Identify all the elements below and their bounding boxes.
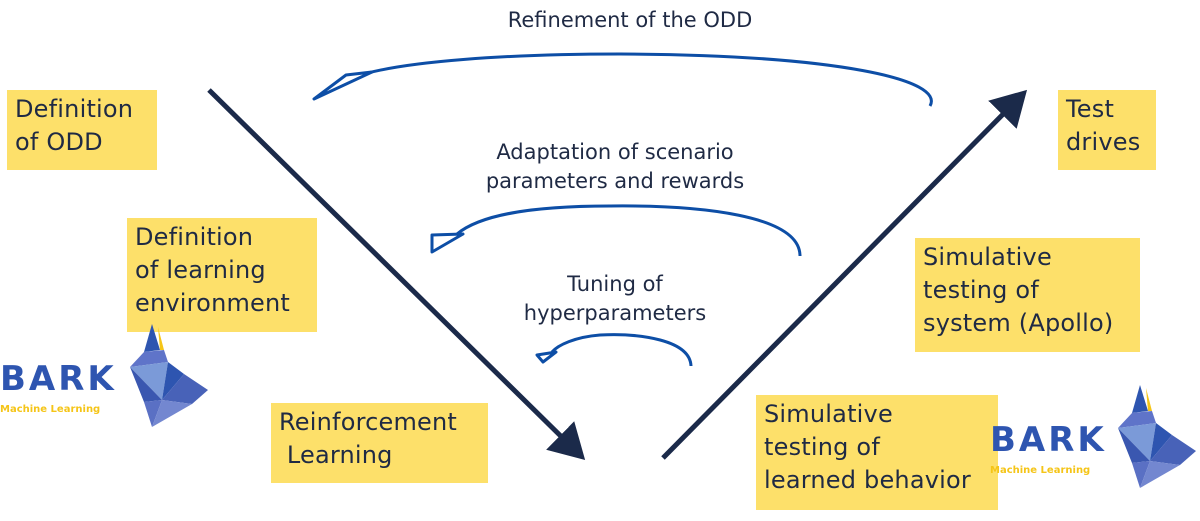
bark-dog-head-icon [1118, 385, 1196, 488]
label-tuning-of-hyperparameters: Tuning of hyperparameters [523, 272, 707, 325]
bark-logo-subtitle: Machine Learning [0, 404, 101, 415]
left-descending-arrow [207, 88, 586, 461]
refinement-loop-arrow [312, 52, 933, 107]
box-test-drives: Test drives [1058, 90, 1156, 170]
bark-logo-subtitle: Machine Learning [990, 465, 1091, 476]
label-adaptation-of-scenario: Adaptation of scenario parameters and re… [485, 140, 745, 193]
bark-logo-right: BARK Machine Learning [990, 383, 1200, 493]
box-reinforcement-learning: Reinforcement Learning [271, 403, 488, 483]
label-refinement-of-odd: Refinement of the ODD [507, 8, 753, 32]
box-simulative-testing-learned-behavior: Simulative testing of learned behavior [756, 395, 998, 510]
box-definition-of-learning-environment: Definition of learning environment [127, 218, 317, 332]
bark-logo-wordmark: BARK [0, 359, 117, 399]
bark-logo-left: BARK Machine Learning [0, 322, 215, 432]
box-simulative-testing-system: Simulative testing of system (Apollo) [915, 238, 1140, 352]
box-definition-of-odd: Definition of ODD [7, 90, 157, 170]
adaptation-loop-arrow [430, 204, 802, 257]
tuning-loop-arrow [535, 333, 693, 367]
bark-logo-wordmark: BARK [990, 420, 1107, 460]
bark-dog-head-icon [130, 324, 208, 427]
right-ascending-arrow [661, 89, 1028, 460]
